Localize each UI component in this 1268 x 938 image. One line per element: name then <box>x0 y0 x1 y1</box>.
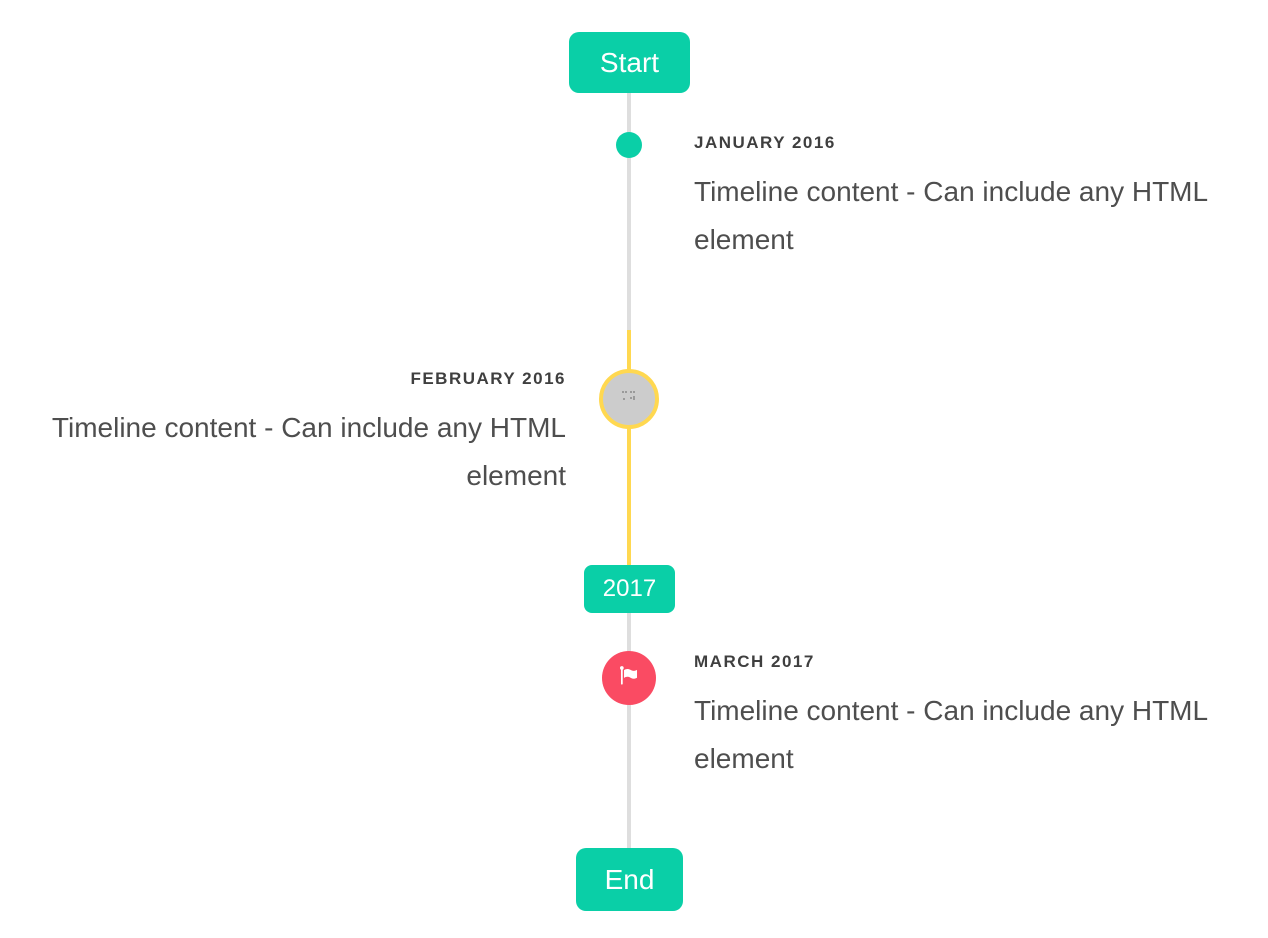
entry-body-february: Timeline content - Can include any HTML … <box>51 412 566 491</box>
timeline-entry-march: MARCH 2017 Timeline content - Can includ… <box>694 650 1234 783</box>
broken-image-icon <box>621 390 637 409</box>
entry-body-march: Timeline content - Can include any HTML … <box>694 695 1208 774</box>
timeline-dot-january[interactable] <box>616 132 642 158</box>
timeline-line-segment-yellow-active <box>627 330 631 565</box>
entry-title-january: JANUARY 2016 <box>694 133 836 152</box>
timeline-line-segment-gray-bottom <box>627 613 631 848</box>
entry-body-january: Timeline content - Can include any HTML … <box>694 176 1208 255</box>
start-button[interactable]: Start <box>569 32 690 93</box>
entry-title-march: MARCH 2017 <box>694 652 815 671</box>
end-button[interactable]: End <box>576 848 683 911</box>
timeline-marker-february[interactable] <box>599 369 659 429</box>
flag-icon <box>616 663 642 694</box>
timeline-entry-february: FEBRUARY 2016 Timeline content - Can inc… <box>26 367 566 500</box>
timeline-marker-march[interactable] <box>602 651 656 705</box>
year-badge-2017[interactable]: 2017 <box>584 565 675 613</box>
timeline-line-segment-gray-top <box>627 93 631 330</box>
timeline-entry-january: JANUARY 2016 Timeline content - Can incl… <box>694 131 1234 264</box>
entry-title-february: FEBRUARY 2016 <box>410 369 566 388</box>
